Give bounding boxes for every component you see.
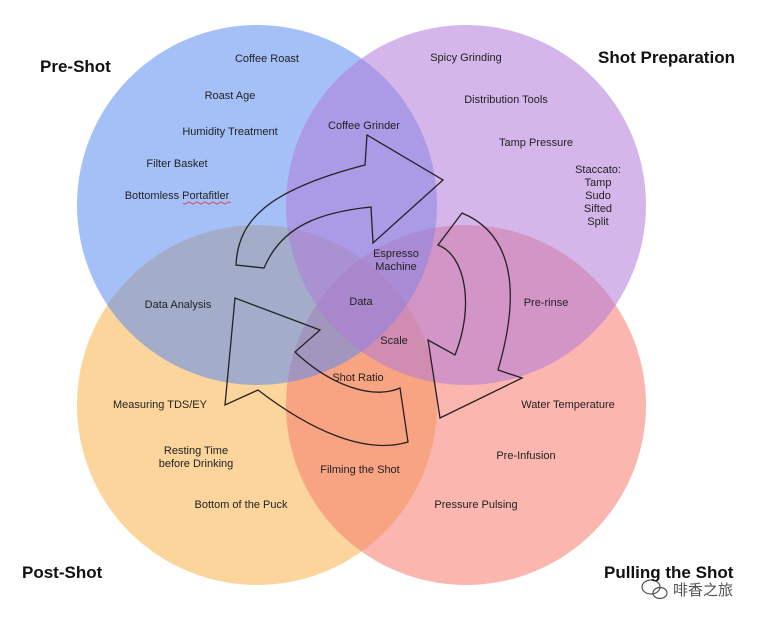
label-data-analysis: Data Analysis (145, 299, 212, 311)
label-pre-rinse: Pre-rinse (524, 297, 569, 309)
wechat-icon (641, 579, 668, 600)
label-bottomless-portafilter: Bottomless Portafitler (125, 190, 230, 202)
arrow-top (235, 133, 445, 269)
label-coffee-grinder: Coffee Grinder (328, 120, 400, 132)
label-staccato-line-5: Split (587, 216, 608, 228)
circle-shot-preparation (286, 25, 646, 385)
label-pressure-pulsing: Pressure Pulsing (434, 499, 517, 511)
label-filter-basket: Filter Basket (146, 158, 207, 170)
label-resting-time-line-1: Resting Time (164, 445, 228, 457)
label-tamp-pressure: Tamp Pressure (499, 137, 573, 149)
label-water-temperature: Water Temperature (521, 399, 615, 411)
label-scale: Scale (380, 335, 408, 347)
label-data: Data (349, 296, 373, 308)
label-roast-age: Roast Age (205, 90, 256, 102)
arrow-bottom (224, 297, 409, 446)
label-resting-time-line-2: before Drinking (159, 458, 234, 470)
label-staccato-line-1: Staccato: (575, 164, 621, 176)
label-spicy-grinding: Spicy Grinding (430, 52, 502, 64)
label-staccato-line-2: Tamp (585, 177, 612, 189)
watermark-text: 啡香之旅 (673, 581, 733, 599)
label-humidity-treatment: Humidity Treatment (182, 126, 277, 138)
title-post-shot: Post-Shot (22, 563, 103, 582)
title-shot-preparation: Shot Preparation (598, 48, 735, 67)
label-bottom-of-puck: Bottom of the Puck (195, 499, 288, 511)
label-shot-ratio: Shot Ratio (332, 372, 383, 384)
label-staccato-line-4: Sifted (584, 203, 612, 215)
label-espresso-machine-line-2: Machine (375, 261, 417, 273)
label-pre-infusion: Pre-Infusion (496, 450, 555, 462)
watermark: 啡香之旅 (641, 579, 733, 600)
label-staccato-line-3: Sudo (585, 190, 611, 202)
title-pulling-the-shot: Pulling the Shot (604, 563, 734, 582)
label-measuring-tds: Measuring TDS/EY (113, 399, 208, 411)
title-pre-shot: Pre-Shot (40, 57, 111, 76)
spellcheck-underline (182, 201, 232, 205)
label-filming-the-shot: Filming the Shot (320, 464, 399, 476)
label-distribution-tools: Distribution Tools (464, 94, 548, 106)
label-espresso-machine-line-1: Espresso (373, 248, 419, 260)
cycle-arrows (224, 133, 524, 446)
arrow-right (427, 212, 524, 419)
label-coffee-roast: Coffee Roast (235, 53, 299, 65)
